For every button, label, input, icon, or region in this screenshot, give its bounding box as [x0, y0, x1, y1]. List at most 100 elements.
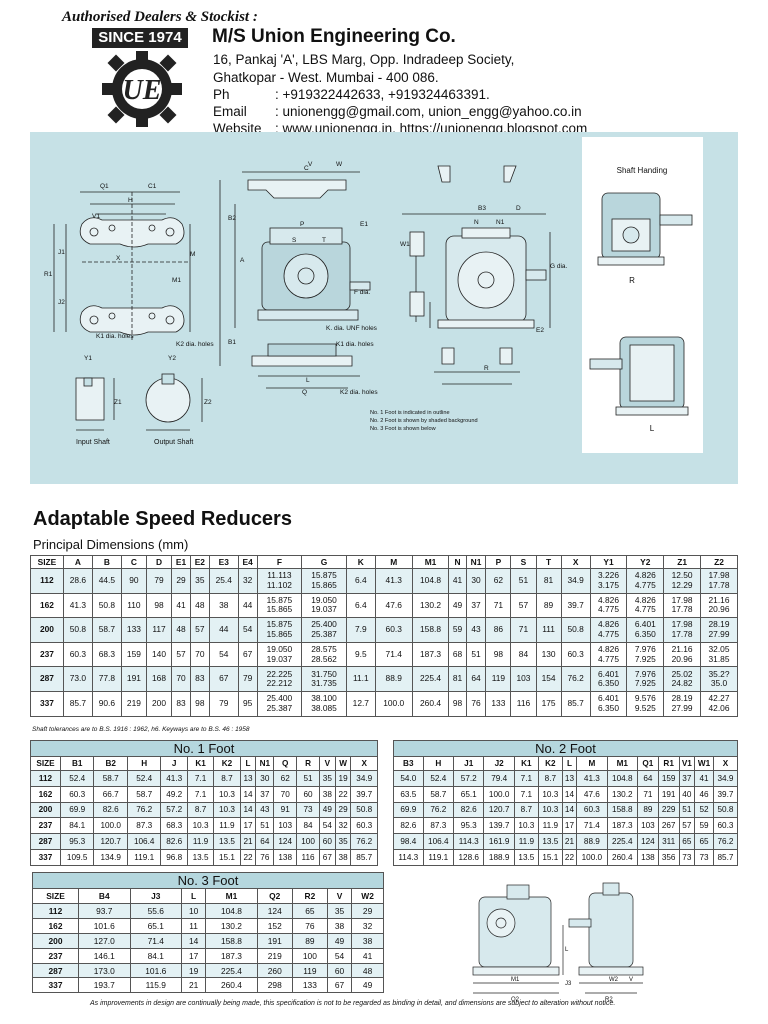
table-cell: 47.6: [576, 785, 608, 803]
company-logo-icon: UE: [102, 51, 182, 127]
table-cell: 89: [637, 801, 659, 819]
column-header: K2: [537, 756, 563, 771]
table-cell: 38: [351, 932, 384, 949]
table-cell: 111: [535, 617, 562, 643]
table-cell: 106.4: [422, 833, 455, 850]
svg-text:J3: J3: [565, 981, 572, 987]
table-cell: 73: [296, 801, 320, 819]
column-header: T: [535, 555, 562, 569]
table-cell: 114.3: [453, 833, 485, 850]
table-cell: 71.4: [129, 932, 182, 949]
table-cell: 60: [318, 833, 336, 850]
table-cell: 71.4: [576, 817, 608, 835]
table-cell: 267: [657, 817, 680, 835]
column-header: F: [256, 555, 303, 569]
table-cell: 95: [237, 690, 258, 717]
phone-label: Ph: [213, 87, 230, 102]
table-cell: 67: [326, 977, 353, 994]
column-header: E3: [208, 555, 239, 569]
table-cell: 54.0: [393, 770, 424, 787]
column-header: N1: [465, 555, 487, 569]
table-cell: 237: [32, 947, 79, 964]
table-cell: 13.5: [213, 833, 241, 850]
email-value[interactable]: : unionengg@gmail.com, union_engg@yahoo.…: [275, 104, 582, 119]
table-cell: 76.2: [422, 801, 455, 819]
table-cell: 98: [485, 641, 512, 668]
table-cell: 43: [465, 617, 487, 643]
column-header: B1: [59, 756, 95, 771]
table-cell: 54: [237, 617, 258, 643]
table-cell: 65: [694, 833, 714, 850]
table-cell: 200: [30, 617, 64, 643]
column-header: B2: [93, 756, 128, 771]
foot-1-title: No. 1 Foot: [30, 740, 378, 757]
table-cell: 100.0: [93, 817, 128, 835]
table-cell: 73.0: [62, 666, 93, 692]
svg-text:L: L: [565, 947, 569, 953]
table-cell: 356: [657, 848, 680, 866]
table-cell: 133: [485, 690, 512, 717]
table-cell: 17: [239, 817, 257, 835]
table-cell: 109.5: [59, 848, 95, 866]
table-cell: 39.7: [712, 785, 739, 803]
table-cell: 51: [678, 801, 696, 819]
svg-text:C1: C1: [148, 183, 157, 190]
table-cell: 76: [291, 917, 328, 934]
table-cell: 88.9: [576, 833, 608, 850]
table-cell: 10.3: [213, 801, 241, 819]
table-cell: 225.4: [606, 833, 639, 850]
column-header: B3: [393, 756, 424, 771]
table-cell: 65: [291, 903, 328, 919]
table-cell: 51: [255, 817, 275, 835]
table-cell: 104.8: [411, 568, 450, 594]
page-subtitle: Principal Dimensions (mm): [33, 537, 189, 552]
since-badge: SINCE 1974: [92, 28, 188, 48]
table-cell: 54: [326, 947, 353, 964]
table-cell: 32: [351, 917, 384, 934]
table-cell: 44: [208, 617, 239, 643]
table-cell: 100.0: [483, 785, 515, 803]
table-cell: 70: [171, 666, 191, 692]
table-cell: 7.1: [186, 785, 215, 803]
column-header: E2: [189, 555, 210, 569]
column-header: M1: [606, 756, 639, 771]
table-cell: 11.9: [213, 817, 241, 835]
table-cell: 124: [273, 833, 298, 850]
table-cell: 32: [334, 817, 352, 835]
table-cell: 101.6: [129, 962, 182, 979]
table-cell: 187.3: [205, 947, 258, 964]
table-cell: 82.6: [393, 817, 424, 835]
table-cell: 116: [510, 690, 537, 717]
table-cell: 13.5: [537, 833, 563, 850]
table-cell: 58.7: [93, 770, 128, 787]
table-cell: 39.7: [350, 785, 378, 803]
table-cell: 69.9: [393, 801, 424, 819]
table-cell: 57: [678, 817, 696, 835]
table-cell: 70: [189, 641, 210, 668]
k-unf-label: K. dia. UNF holes: [326, 325, 378, 332]
svg-text:N: N: [474, 219, 479, 226]
table-cell: 60.3: [62, 641, 93, 668]
dimension-drawing: Q1 C1 H V1 J1 R1 J2 M M1 X Y1 Z1 Y2 Z2 V…: [44, 161, 568, 446]
table-cell: 119: [291, 962, 328, 979]
input-shaft-label: Input Shaft: [76, 439, 110, 446]
foot-3-title: No. 3 Foot: [32, 872, 384, 889]
email-label: Email: [213, 104, 247, 119]
table-cell: 88.9: [374, 666, 413, 692]
table-cell: 96.8: [160, 848, 188, 866]
table-cell: 34.9: [350, 770, 378, 787]
svg-text:V: V: [629, 977, 633, 983]
table-cell: 7.1: [513, 770, 539, 787]
column-header: J3: [129, 888, 182, 904]
table-cell: 9.5: [345, 641, 376, 668]
